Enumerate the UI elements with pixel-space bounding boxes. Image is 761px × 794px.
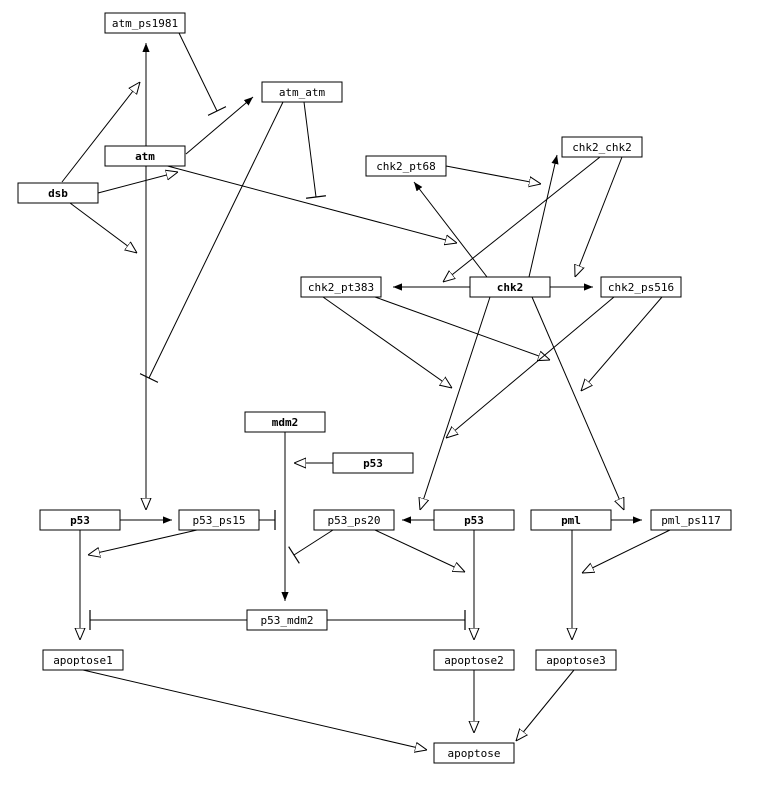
node-apoptose[interactable]: apoptose — [433, 742, 515, 764]
node-apoptose3[interactable]: apoptose3 — [535, 649, 617, 671]
node-p53_mdm2[interactable]: p53_mdm2 — [246, 609, 328, 631]
edge-atm_atm-inhibit-right — [303, 101, 326, 199]
node-label: apoptose3 — [546, 654, 606, 667]
node-p53-input[interactable]: p53 — [332, 452, 414, 474]
edge-chk2_ps516-p53_ps20 — [446, 296, 615, 438]
node-pml_ps117[interactable]: pml_ps117 — [650, 509, 732, 531]
edge-p53_ps20-p53_b — [374, 529, 465, 572]
node-atm_atm[interactable]: atm_atm — [261, 81, 343, 103]
node-label: p53 — [363, 457, 383, 470]
node-label: p53 — [464, 514, 484, 527]
edges-layer — [61, 32, 671, 750]
node-chk2[interactable]: chk2 — [469, 276, 551, 298]
node-label: p53 — [70, 514, 90, 527]
node-label: chk2_pt68 — [376, 160, 436, 173]
edge-dsb-atm_ps1981 — [61, 82, 140, 183]
edge-chk2-p53_b — [420, 296, 491, 510]
edge-chk2_chk2-chk2_ps516 — [575, 156, 623, 277]
edge-p53_ps20-mdm2 — [288, 529, 334, 564]
node-label: apoptose — [448, 747, 501, 760]
node-chk2_chk2[interactable]: chk2_chk2 — [561, 136, 643, 158]
node-apoptose2[interactable]: apoptose2 — [433, 649, 515, 671]
node-atm_ps1981[interactable]: atm_ps1981 — [104, 12, 186, 34]
node-chk2_ps516[interactable]: chk2_ps516 — [600, 276, 682, 298]
node-label: atm_atm — [279, 86, 326, 99]
node-label: pml_ps117 — [661, 514, 721, 527]
edge-chk2-chk2_pt68 — [413, 181, 488, 278]
node-label: chk2 — [497, 281, 524, 294]
edge-chk2_chk2-chk2_pt383 — [443, 156, 601, 282]
edge-dsb-atm-lower — [69, 202, 137, 253]
edge-p53_ps15-p53_a — [88, 529, 198, 555]
edge-chk2_pt383-right — [374, 296, 550, 360]
edge-pml_ps117-pml — [582, 529, 671, 573]
node-label: apoptose1 — [53, 654, 113, 667]
node-chk2_pt383[interactable]: chk2_pt383 — [300, 276, 382, 298]
node-label: dsb — [48, 187, 68, 200]
edge-chk2_pt383-mid — [322, 296, 452, 388]
node-dsb[interactable]: dsb — [17, 182, 99, 204]
edge-apoptose1-apoptose — [82, 669, 427, 750]
edge-atm-chk2 — [159, 163, 457, 243]
node-p53-left[interactable]: p53 — [39, 509, 121, 531]
edge-atm_atm-inhibit-left — [139, 101, 284, 383]
node-p53_ps20[interactable]: p53_ps20 — [313, 509, 395, 531]
node-label: atm_ps1981 — [112, 17, 178, 30]
edge-chk2_pt68-chk2_chk2 — [445, 165, 541, 184]
node-label: p53_ps15 — [193, 514, 246, 527]
node-label: chk2_ps516 — [608, 281, 674, 294]
node-p53-right[interactable]: p53 — [433, 509, 515, 531]
node-atm[interactable]: atm — [104, 145, 186, 167]
edge-chk2-chk2_chk2 — [528, 154, 559, 278]
edge-chk2-pml — [531, 296, 624, 510]
node-label: p53_mdm2 — [261, 614, 314, 627]
node-label: mdm2 — [272, 416, 299, 429]
edge-apoptose3-apoptose — [516, 669, 575, 741]
node-chk2_pt68[interactable]: chk2_pt68 — [365, 155, 447, 177]
node-label: p53_ps20 — [328, 514, 381, 527]
edge-atm-atm_atm — [185, 96, 254, 155]
node-p53_ps15[interactable]: p53_ps15 — [178, 509, 260, 531]
node-pml[interactable]: pml — [530, 509, 612, 531]
node-label: pml — [561, 514, 581, 527]
node-label: chk2_chk2 — [572, 141, 632, 154]
edge-dsb-atm — [97, 172, 178, 194]
edge-chk2_ps516-pml — [581, 296, 663, 391]
node-label: chk2_pt383 — [308, 281, 374, 294]
edge-atm_ps1981-atm_atm — [178, 32, 227, 116]
node-label: atm — [135, 150, 155, 163]
node-apoptose1[interactable]: apoptose1 — [42, 649, 124, 671]
node-mdm2[interactable]: mdm2 — [244, 411, 326, 433]
nodes-layer: atm_ps1981 atm_atm atm dsb chk2_pt68 chk… — [17, 12, 732, 764]
node-label: apoptose2 — [444, 654, 504, 667]
